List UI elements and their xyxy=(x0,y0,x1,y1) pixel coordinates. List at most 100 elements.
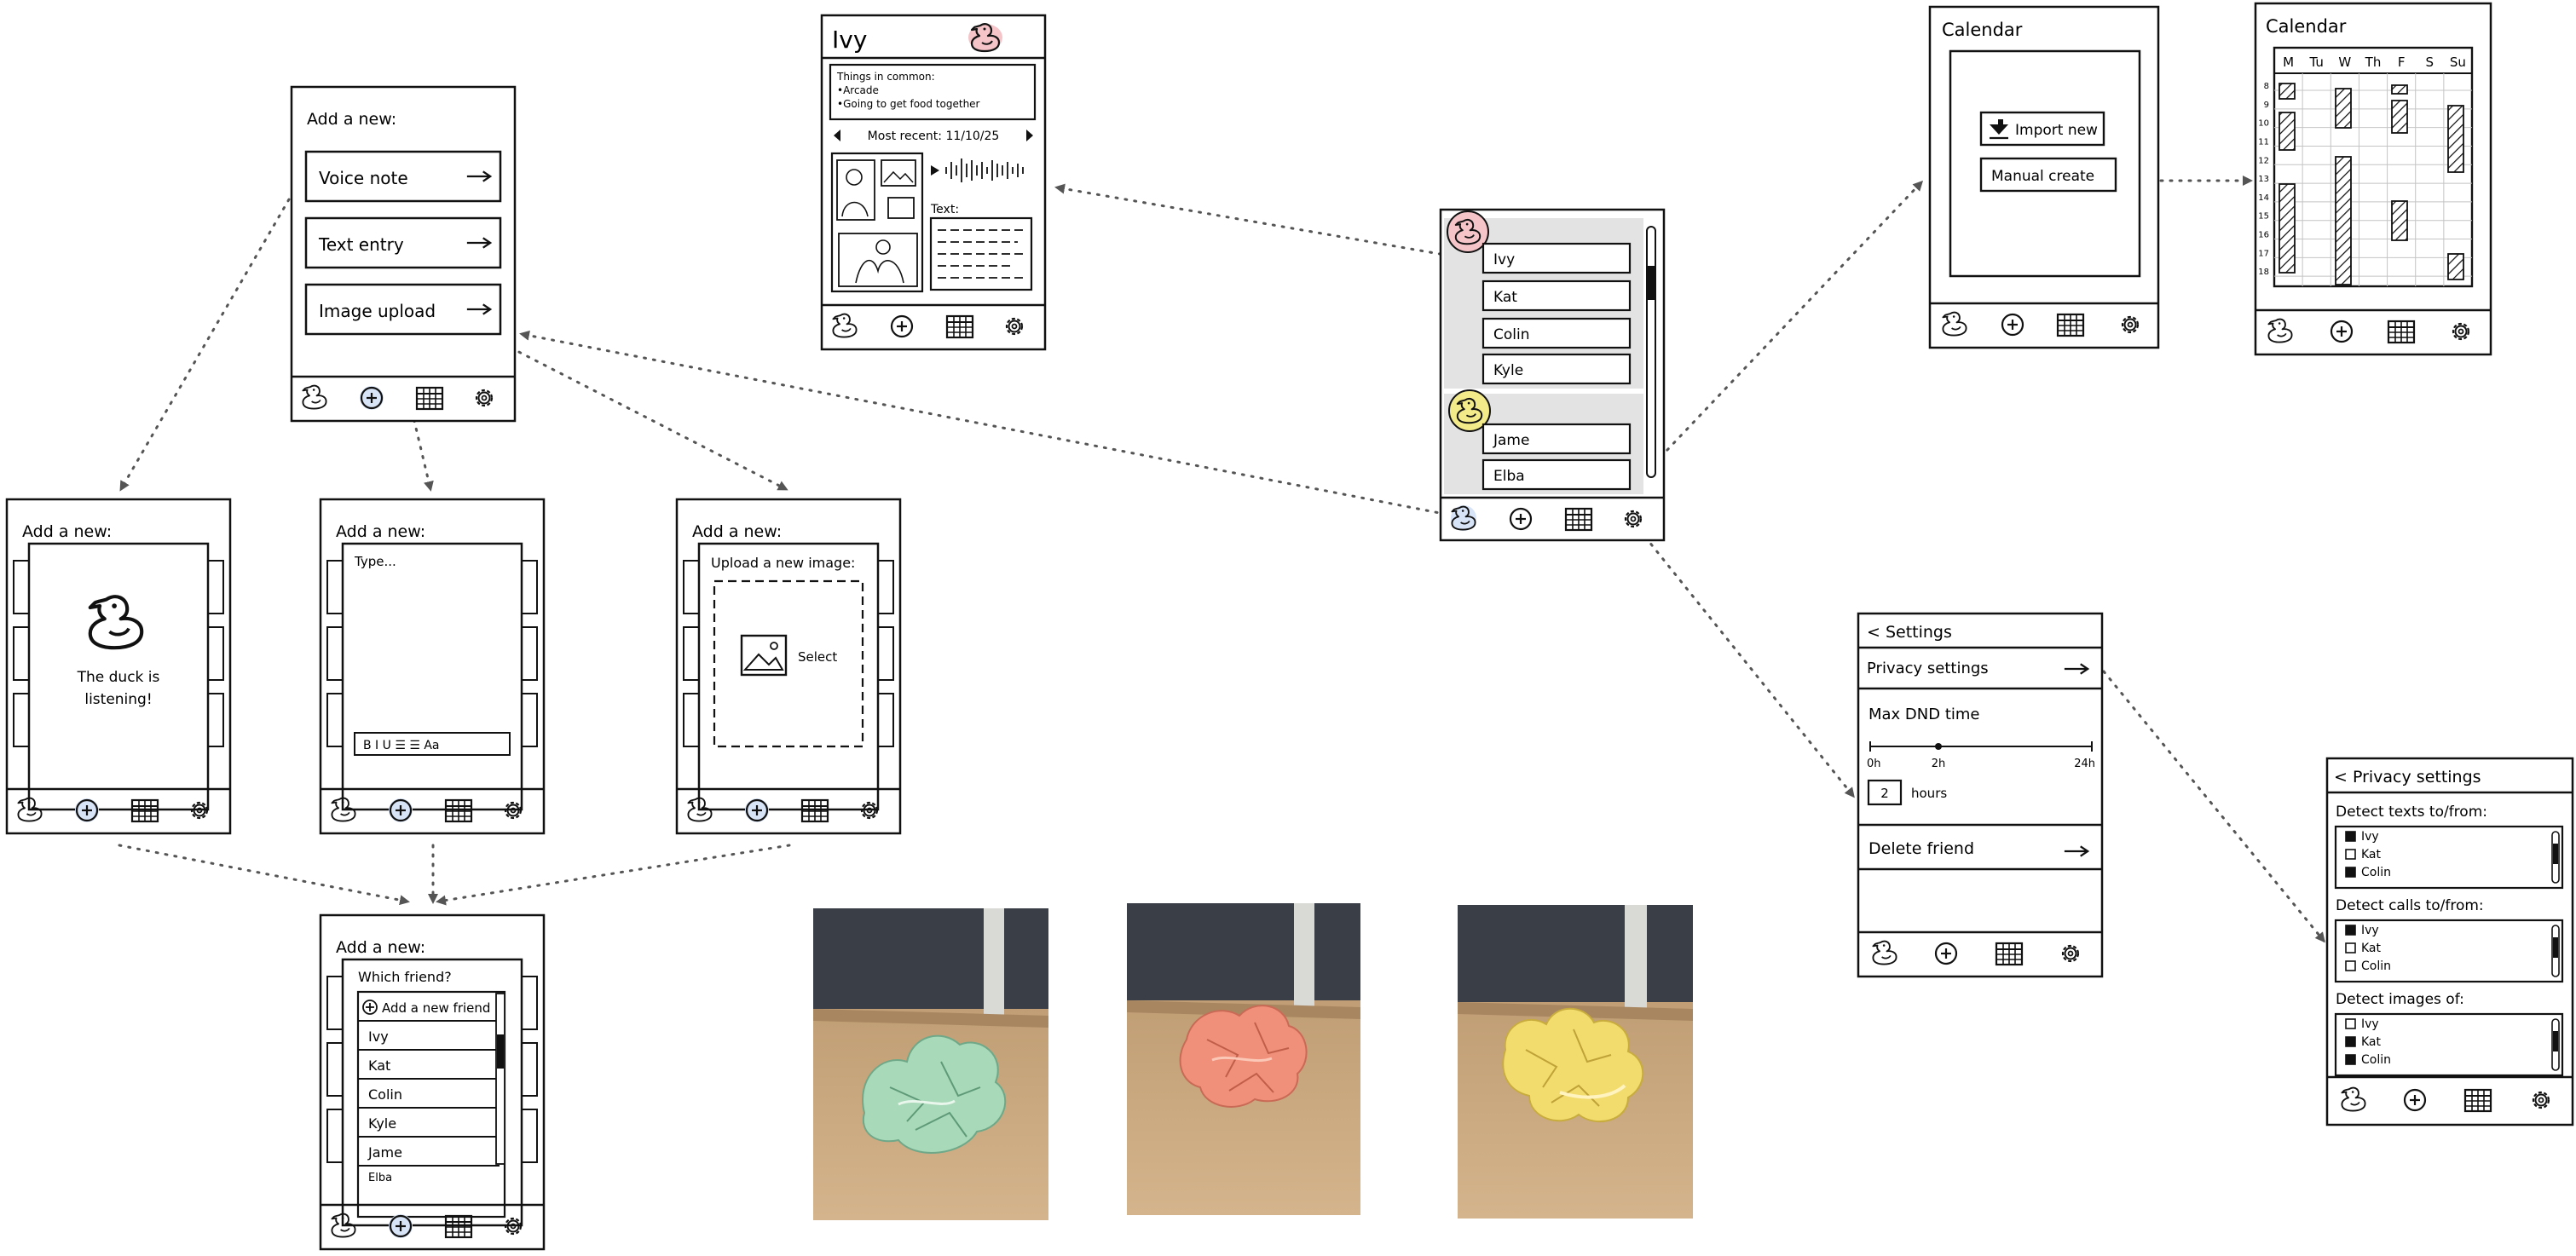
day-label: Tu xyxy=(2309,55,2324,70)
friend-row[interactable]: Jame xyxy=(358,1144,500,1167)
bottom-nav xyxy=(331,797,523,823)
checkbox[interactable] xyxy=(2345,1036,2356,1047)
privacy-friend-name: Kat xyxy=(2361,1035,2382,1049)
friend-row[interactable]: Elba xyxy=(1481,458,1632,491)
calendar-event[interactable] xyxy=(2335,156,2352,285)
friend-row[interactable]: Colin xyxy=(358,1086,500,1109)
friend-row[interactable]: Jame xyxy=(1481,423,1632,455)
delete-friend-item[interactable]: Delete friend xyxy=(1868,839,2089,858)
slider-label-min: 0h xyxy=(1867,758,1881,770)
image-placeholder-icon[interactable] xyxy=(740,634,788,677)
hour-label: 11 xyxy=(2258,137,2269,147)
add-menu-title: Add a new: xyxy=(307,110,396,129)
scrollbar[interactable] xyxy=(1646,226,1656,478)
format-toolbar-label: B I U ☰ ☰ Aa xyxy=(363,739,440,752)
calendar-event[interactable] xyxy=(2279,112,2296,151)
checkbox[interactable] xyxy=(2345,867,2356,878)
checkbox[interactable] xyxy=(2345,1054,2356,1065)
calendar-event[interactable] xyxy=(2391,84,2408,95)
text-screen-title: Add a new: xyxy=(336,522,425,541)
privacy-checkbox-row[interactable]: Kat xyxy=(2345,942,2382,955)
scrollbar-thumb[interactable] xyxy=(2553,937,2558,958)
next-arrow-icon[interactable] xyxy=(1026,130,1033,141)
privacy-checkbox-row[interactable]: Ivy xyxy=(2345,1017,2379,1031)
friend-row[interactable]: Kat xyxy=(1481,279,1632,312)
dnd-hours-input[interactable] xyxy=(1867,779,1903,806)
checkbox[interactable] xyxy=(2345,925,2356,936)
voice-note-label: Voice note xyxy=(319,168,408,188)
privacy-back-title[interactable]: < Privacy settings xyxy=(2334,768,2481,786)
common-item: •Going to get food together xyxy=(837,98,980,110)
privacy-checkbox-row[interactable]: Colin xyxy=(2345,1053,2391,1067)
calendar-event[interactable] xyxy=(2447,105,2464,173)
calendar-event[interactable] xyxy=(2391,100,2408,134)
option-voice-note[interactable]: Voice note xyxy=(304,150,502,203)
scrollbar-thumb[interactable] xyxy=(2553,1031,2558,1051)
screen-voice-note: Add a new: The duck is listening! xyxy=(5,498,232,835)
manual-create-label: Manual create xyxy=(1991,168,2094,185)
friend-name: Kyle xyxy=(1493,362,1523,379)
select-label[interactable]: Select xyxy=(798,649,837,665)
calendar-event[interactable] xyxy=(2391,200,2408,241)
image-upload-label: Image upload xyxy=(319,301,436,321)
friend-name: Elba xyxy=(368,1172,392,1184)
friend-row[interactable]: Elba xyxy=(368,1172,392,1184)
checkbox[interactable] xyxy=(2345,960,2356,971)
arrow-privacy-to-privacy-screen xyxy=(2102,670,2325,943)
add-new-friend-row[interactable]: Add a new friend xyxy=(358,1000,500,1022)
week-grid xyxy=(2273,46,2474,288)
option-image-upload[interactable]: Image upload xyxy=(304,283,502,336)
day-label: M xyxy=(2283,55,2294,70)
calendar-events xyxy=(2279,83,2464,285)
checkbox[interactable] xyxy=(2345,831,2356,842)
calendar-event[interactable] xyxy=(2279,183,2296,274)
calendar-event[interactable] xyxy=(2335,88,2352,129)
arrow-voice-to-friend xyxy=(118,844,410,906)
friend-row[interactable]: Ivy xyxy=(1481,242,1632,274)
option-text-entry[interactable]: Text entry xyxy=(304,216,502,269)
privacy-checkbox-row[interactable]: Ivy xyxy=(2345,924,2379,937)
text-editor-area[interactable] xyxy=(341,542,523,811)
day-label: Th xyxy=(2365,55,2382,70)
format-toolbar[interactable] xyxy=(354,732,511,756)
slider-handle[interactable] xyxy=(1935,743,1942,750)
checkbox[interactable] xyxy=(2345,1018,2356,1029)
privacy-checkbox-row[interactable]: Kat xyxy=(2345,1035,2382,1049)
bottom-nav xyxy=(17,797,209,823)
common-box xyxy=(829,63,1037,121)
friend-row[interactable]: Ivy xyxy=(358,1028,500,1051)
checkbox[interactable] xyxy=(2345,942,2356,954)
recent-navigator[interactable]: Most recent: 11/10/25 xyxy=(834,130,1033,143)
arrow-plus-to-add xyxy=(519,330,1485,523)
privacy-settings-item[interactable]: Privacy settings xyxy=(1867,660,2089,677)
drop-zone[interactable] xyxy=(713,579,864,748)
scrollbar-thumb[interactable] xyxy=(1648,266,1655,300)
privacy-friend-name: Ivy xyxy=(2361,830,2379,844)
friend-row[interactable]: Colin xyxy=(1481,317,1632,349)
privacy-checkbox-row[interactable]: Kat xyxy=(2345,848,2382,861)
privacy-section-heading: Detect texts to/from: xyxy=(2336,804,2487,821)
privacy-checkbox-row[interactable]: Ivy xyxy=(2345,830,2379,844)
delete-friend-label: Delete friend xyxy=(1868,839,1974,858)
friend-row[interactable]: Kat xyxy=(358,1057,500,1080)
checkbox[interactable] xyxy=(2345,849,2356,860)
calendar-event[interactable] xyxy=(2447,253,2464,280)
privacy-checkbox-row[interactable]: Colin xyxy=(2345,866,2391,879)
text-entry-label: Text entry xyxy=(318,234,404,255)
import-new-button[interactable]: Import new xyxy=(1979,111,2105,147)
scrollbar-thumb[interactable] xyxy=(2553,844,2558,864)
privacy-checkbox-row[interactable]: Colin xyxy=(2345,959,2391,973)
friend-row[interactable]: Kyle xyxy=(358,1115,500,1138)
settings-back-title[interactable]: < Settings xyxy=(1867,623,1952,642)
manual-create-button[interactable]: Manual create xyxy=(1979,157,2117,193)
scrollbar-thumb[interactable] xyxy=(497,1034,504,1069)
friend-row[interactable]: Kyle xyxy=(1481,353,1632,385)
scrollbar[interactable] xyxy=(495,993,505,1165)
bottom-nav xyxy=(687,797,879,823)
calendar-event[interactable] xyxy=(2279,83,2296,100)
dnd-slider[interactable] xyxy=(1869,741,2093,752)
play-icon[interactable] xyxy=(931,165,939,176)
prev-arrow-icon[interactable] xyxy=(834,130,840,141)
day-label: F xyxy=(2398,55,2406,70)
